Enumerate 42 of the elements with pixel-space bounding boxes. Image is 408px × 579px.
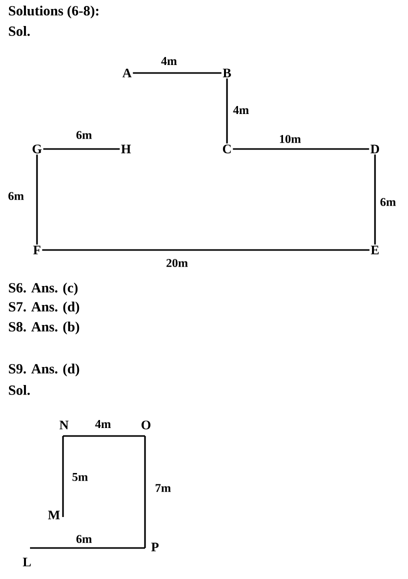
answer-text: Sol. xyxy=(8,26,30,36)
edge-label: 10m xyxy=(278,134,302,144)
point-label: P xyxy=(151,542,159,552)
line xyxy=(36,154,38,245)
edge-label: 4m xyxy=(94,420,112,428)
edge-label: 6m xyxy=(8,191,24,201)
answer-text: Solutions (6-8): xyxy=(8,6,98,18)
answer-text: S7. Ans. (d) xyxy=(8,302,80,314)
edge-label: 4m xyxy=(160,56,178,66)
edge-label: 6m xyxy=(76,534,92,544)
edge-label: 4m xyxy=(232,106,250,114)
edge-label: 7m xyxy=(154,484,172,492)
line xyxy=(374,154,376,245)
line xyxy=(42,249,370,251)
line xyxy=(43,148,120,150)
line xyxy=(132,72,222,74)
line xyxy=(63,435,145,437)
edge-label: 6m xyxy=(380,197,396,207)
point-label: F xyxy=(33,246,40,254)
point-label: L xyxy=(22,558,31,566)
point-label: D xyxy=(370,144,380,154)
line xyxy=(62,436,64,517)
answer-text: S9. Ans. (d) xyxy=(8,364,80,376)
line xyxy=(226,78,228,144)
point-label: C xyxy=(222,144,231,154)
line xyxy=(144,436,146,548)
point-label: O xyxy=(142,420,150,430)
point-label: G xyxy=(32,144,42,154)
line xyxy=(232,148,370,150)
answer-text: S8. Ans. (b) xyxy=(8,322,80,334)
point-label: M xyxy=(48,510,60,520)
point-label: E xyxy=(370,246,379,254)
point-label: B xyxy=(222,68,231,78)
answer-text: S6. Ans. (c) xyxy=(8,282,78,296)
point-label: N xyxy=(60,420,69,430)
edge-label: 20m xyxy=(166,258,188,268)
edge-label: 6m xyxy=(76,130,92,140)
answer-text: Sol. xyxy=(8,385,30,395)
edge-label: 5m xyxy=(72,472,88,482)
point-label: H xyxy=(121,144,131,154)
point-label: A xyxy=(122,68,132,78)
line xyxy=(30,547,145,549)
